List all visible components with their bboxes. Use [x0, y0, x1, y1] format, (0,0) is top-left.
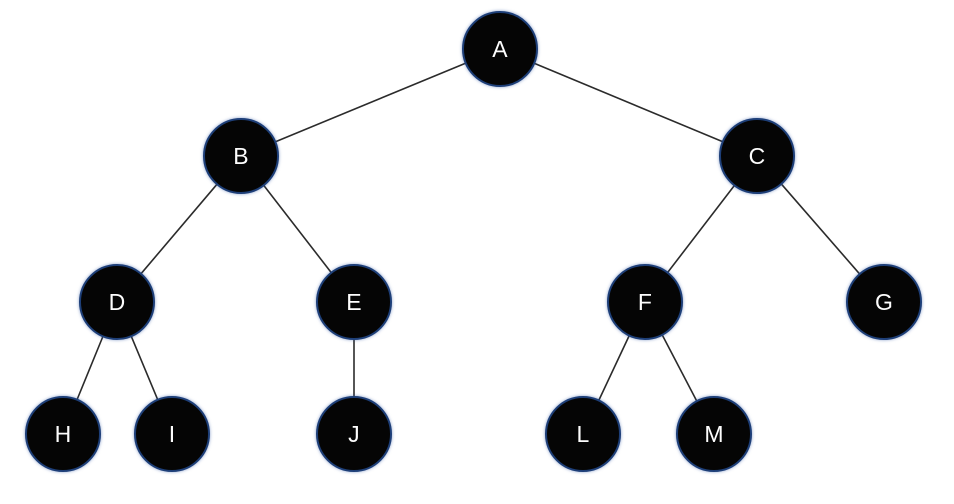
tree-edge-f-l [598, 335, 630, 401]
tree-node-label: F [637, 288, 653, 315]
tree-node-g[interactable]: G [846, 264, 922, 340]
tree-node-label: A [492, 35, 508, 62]
tree-node-j[interactable]: J [316, 396, 392, 472]
tree-node-label: J [348, 420, 360, 447]
tree-node-label: B [233, 142, 249, 169]
tree-node-d[interactable]: D [79, 264, 155, 340]
tree-node-label: C [748, 142, 766, 169]
tree-node-a[interactable]: A [462, 11, 538, 87]
tree-node-label: D [108, 288, 126, 315]
tree-edge-d-i [130, 335, 159, 401]
tree-edge-a-c [533, 62, 724, 143]
tree-edge-a-b [274, 62, 467, 143]
tree-node-m[interactable]: M [676, 396, 752, 472]
tree-node-b[interactable]: B [203, 118, 279, 194]
tree-edge-c-g [780, 183, 861, 275]
tree-node-c[interactable]: C [719, 118, 795, 194]
tree-node-l[interactable]: L [545, 396, 621, 472]
tree-edge-b-e [263, 184, 332, 274]
tree-node-i[interactable]: I [134, 396, 210, 472]
tree-node-f[interactable]: F [607, 264, 683, 340]
tree-edge-c-f [666, 184, 736, 274]
tree-edge-f-m [661, 334, 698, 402]
tree-node-label: H [54, 420, 72, 447]
tree-node-label: I [168, 420, 176, 447]
tree-node-label: L [576, 420, 590, 447]
tree-edge-d-h [76, 335, 104, 401]
tree-node-label: E [346, 288, 362, 315]
tree-node-e[interactable]: E [316, 264, 392, 340]
tree-node-label: M [704, 420, 724, 447]
tree-edge-b-d [140, 183, 218, 275]
tree-node-label: G [874, 288, 894, 315]
tree-node-h[interactable]: H [25, 396, 101, 472]
